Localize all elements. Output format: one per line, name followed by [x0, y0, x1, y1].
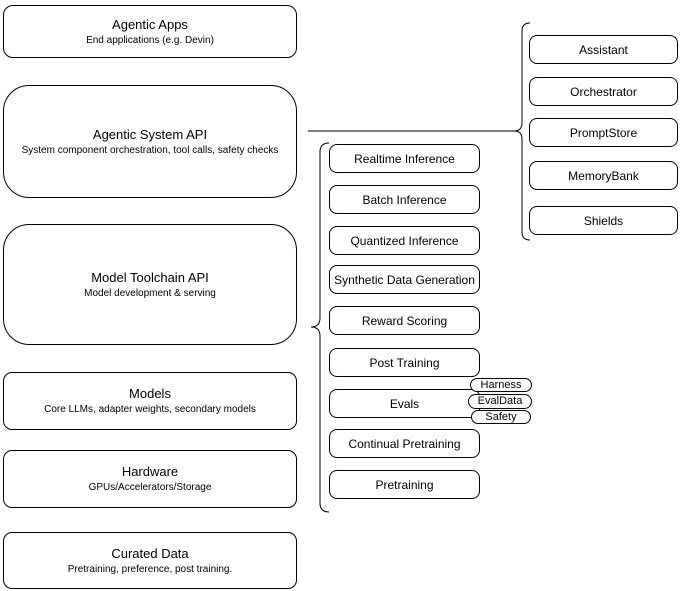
pill-safety: Safety [471, 410, 531, 424]
layer-subtitle: System component orchestration, tool cal… [21, 144, 279, 156]
layer-title: Curated Data [111, 545, 189, 561]
component-label: Continual Pretraining [348, 436, 461, 451]
layer-box-hardware: Hardware GPUs/Accelerators/Storage [3, 450, 297, 508]
layer-title: Agentic System API [92, 126, 208, 142]
layer-subtitle: Core LLMs, adapter weights, secondary mo… [44, 404, 256, 415]
layer-subtitle: Model development & serving [84, 287, 216, 299]
component-label: Shields [583, 213, 624, 228]
pill-label: Safety [485, 410, 517, 423]
component-box-pretraining: Pretraining [329, 470, 480, 499]
component-label: Synthetic Data Generation [334, 272, 475, 287]
pill-label: EvalData [477, 395, 523, 407]
component-label: PromptStore [569, 125, 638, 140]
component-box-continual-pretraining: Continual Pretraining [329, 429, 480, 458]
layer-box-curated-data: Curated Data Pretraining, preference, po… [3, 532, 297, 589]
component-box-batch-inference: Batch Inference [329, 185, 480, 214]
component-label: Evals [389, 396, 420, 411]
component-box-memorybank: MemoryBank [529, 161, 678, 190]
layer-title: Hardware [121, 464, 179, 479]
component-box-post-training: Post Training [329, 348, 480, 377]
component-box-shields: Shields [529, 206, 678, 235]
component-label: Assistant [579, 42, 628, 57]
layer-subtitle: GPUs/Accelerators/Storage [88, 482, 212, 493]
layer-box-agentic-apps: Agentic Apps End applications (e.g. Devi… [3, 5, 297, 58]
pill-harness: Harness [470, 378, 532, 392]
layer-subtitle: End applications (e.g. Devin) [86, 34, 214, 46]
component-box-promptstore: PromptStore [529, 118, 678, 147]
component-label: MemoryBank [568, 168, 639, 183]
component-label: Batch Inference [362, 192, 447, 207]
layer-box-agentic-system-api: Agentic System API System component orch… [3, 85, 297, 198]
layer-box-model-toolchain-api: Model Toolchain API Model development & … [3, 224, 297, 345]
layer-box-models: Models Core LLMs, adapter weights, secon… [3, 372, 297, 430]
layer-title: Agentic Apps [112, 16, 188, 32]
component-box-orchestrator: Orchestrator [529, 77, 678, 106]
right-curly-brace [513, 22, 531, 241]
component-box-assistant: Assistant [529, 35, 678, 64]
pill-label: Harness [480, 378, 522, 391]
component-label: Realtime Inference [354, 151, 455, 166]
layer-title: Models [129, 386, 171, 401]
component-box-reward-scoring: Reward Scoring [329, 306, 480, 335]
component-label: Pretraining [375, 477, 434, 492]
component-box-synthetic-data-generation: Synthetic Data Generation [329, 265, 480, 294]
pill-evaldata: EvalData [468, 394, 532, 409]
component-label: Reward Scoring [361, 313, 448, 328]
component-box-quantized-inference: Quantized Inference [329, 226, 480, 255]
component-box-evals: Evals [329, 389, 480, 418]
component-label: Quantized Inference [350, 233, 459, 248]
middle-curly-brace [310, 142, 330, 513]
layer-subtitle: Pretraining, preference, post training. [67, 563, 233, 575]
component-label: Post Training [369, 355, 440, 370]
layer-title: Model Toolchain API [91, 269, 209, 285]
component-box-realtime-inference: Realtime Inference [329, 144, 480, 173]
component-label: Orchestrator [570, 84, 637, 99]
